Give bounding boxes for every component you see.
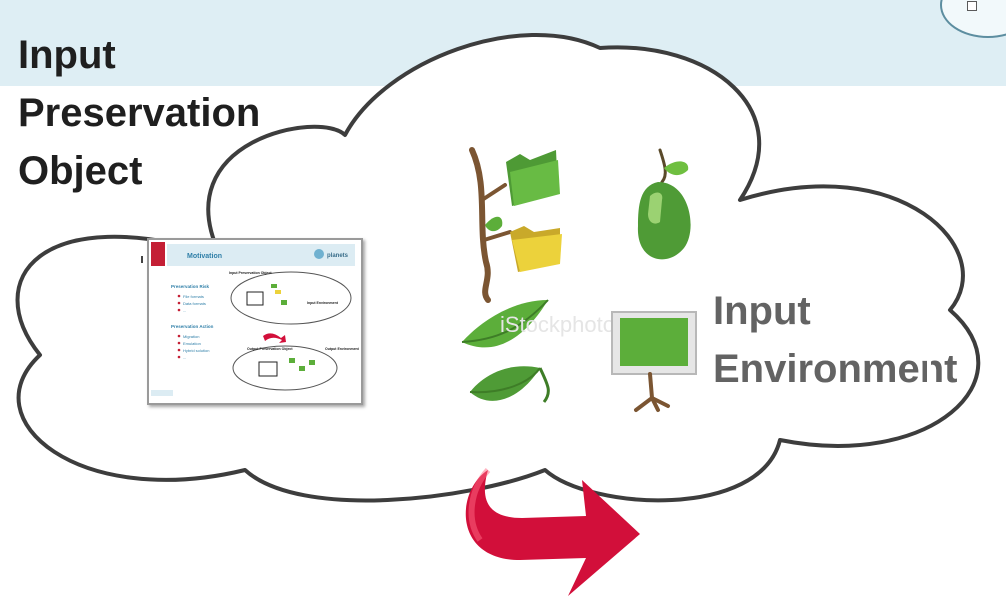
list-heading: Preservation Action [171,324,214,329]
bullet-mark [141,256,143,263]
list-item: Hybrid solution [183,348,209,353]
list-item: File formats [183,294,204,299]
slide-thumbnail-graphic: Motivation planets Preservation Risk Fil… [151,242,360,396]
arrow-icon [465,467,640,596]
slide-title: Motivation [187,253,222,260]
list-item: ... [183,355,186,360]
input-environment-label: Input Environment [713,282,957,398]
mouse-icon [637,148,691,260]
list-item: ... [183,308,186,313]
folder-icon [506,150,560,206]
list-item: Emulation [183,341,201,346]
monitor-icon [611,311,697,412]
corner-badge-icon [967,1,977,11]
planets-logo-text: planets [327,253,349,259]
mini-cloud-top [230,271,352,325]
mini-cloud-bottom [232,345,338,391]
list-item: Data formats [183,301,206,306]
list-heading: Preservation Risk [171,284,210,289]
slide-header-bar [167,244,355,266]
mini-cloud-label: Output Preservation Object [247,347,293,351]
input-preservation-object-label: Input Preservation Object [18,26,260,200]
label-line: Environment [713,347,958,391]
folder-icon [510,226,562,272]
label-line: Object [18,149,143,193]
list-item: Migration [183,334,199,339]
cloud-edge-overlap [927,348,931,390]
slide-thumbnail: Motivation planets Preservation Risk Fil… [147,238,363,405]
mini-cloud-label: Input Environment [307,301,339,305]
mini-arrow-icon [263,333,286,343]
label-line: Input [713,289,811,333]
mini-cloud-label: Output Environment [325,347,360,351]
mini-document-icon [246,291,264,306]
watermark: iStockphoto [500,312,615,337]
label-line: Preservation [18,91,261,135]
university-logo [151,242,165,266]
folder-branch-icon [469,147,562,303]
leaf-icon [461,299,550,403]
mini-cloud-label: Input Preservation Object [229,271,272,275]
planets-logo-icon [314,249,324,259]
mini-document-icon [258,361,278,377]
label-line: Input [18,33,116,77]
